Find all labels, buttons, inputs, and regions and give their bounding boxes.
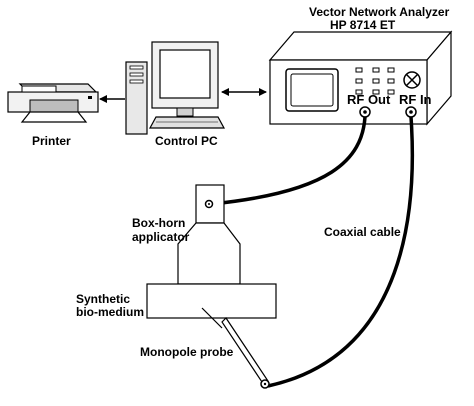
printer-icon: [7, 83, 99, 123]
rf-out-label: RF Out: [347, 92, 391, 107]
box-horn-applicator: [177, 184, 241, 285]
rf-out-cable: [211, 116, 367, 206]
rf-in-label: RF In: [399, 92, 432, 107]
control-pc-label: Control PC: [155, 134, 218, 148]
box-horn-label-line2: applicator: [132, 230, 190, 244]
synthetic-bio-medium-block: [146, 283, 277, 319]
vna-buttons: [355, 67, 395, 95]
vna-name-label: Vector Network Analyzer: [309, 5, 450, 19]
synthetic-label-line2: bio-medium: [76, 305, 144, 319]
vector-network-analyzer: [268, 30, 453, 126]
control-pc-icon: [125, 41, 226, 135]
coaxial-cable: [267, 116, 415, 388]
printer-label: Printer: [32, 134, 71, 148]
vna-model-label: HP 8714 ET: [330, 18, 396, 32]
monopole-probe-label: Monopole probe: [140, 345, 234, 359]
monopole-probe: [201, 307, 270, 389]
box-horn-label-line1: Box-horn: [132, 216, 186, 230]
vna-knob: [403, 71, 421, 89]
synthetic-label-line1: Synthetic: [76, 292, 131, 306]
coaxial-cable-label: Coaxial cable: [324, 225, 401, 239]
